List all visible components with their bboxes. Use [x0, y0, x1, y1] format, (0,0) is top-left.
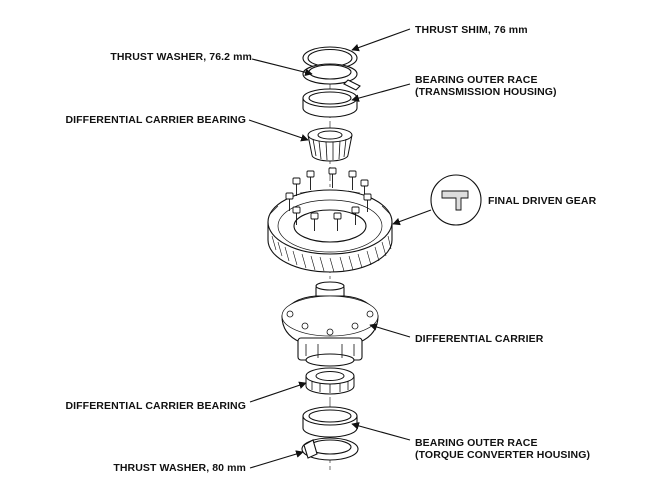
label-bearing-outer-race-top-sub: (TRANSMISSION HOUSING): [415, 86, 557, 98]
label-diff-carrier: DIFFERENTIAL CARRIER: [415, 333, 544, 345]
label-final-driven-gear: FINAL DRIVEN GEAR: [488, 195, 597, 207]
label-diff-carrier-bearing-bottom: DIFFERENTIAL CARRIER BEARING: [65, 400, 246, 412]
label-diff-carrier-bearing-top: DIFFERENTIAL CARRIER BEARING: [65, 114, 246, 126]
thrust-washer-bottom-part: [301, 437, 359, 461]
label-bearing-outer-race-top: BEARING OUTER RACE: [415, 74, 538, 86]
arrow-thrust-washer-bottom: [249, 450, 304, 469]
bearing-outer-race-top-part: [302, 88, 358, 118]
diff-carrier-bearing-bottom-part: [305, 367, 355, 395]
arrow-bearing-race-top: [351, 83, 411, 102]
differential-carrier-part: [281, 281, 379, 367]
thrust-washer-top-part: [302, 63, 361, 91]
arrow-thrust-washer-top: [251, 58, 313, 77]
arrow-thrust-shim: [351, 28, 411, 52]
gear-detail-callout: [430, 174, 482, 226]
label-bearing-outer-race-bottom: BEARING OUTER RACE: [415, 437, 538, 449]
leader-arrows: [248, 28, 432, 469]
label-bearing-outer-race-bottom-sub: (TORQUE CONVERTER HOUSING): [415, 449, 591, 461]
label-thrust-shim: THRUST SHIM, 76 mm: [415, 24, 528, 36]
bearing-outer-race-bottom-part: [302, 406, 358, 438]
gear-bolts: [285, 167, 372, 231]
arrow-final-gear: [392, 209, 432, 226]
final-driven-gear-part: [267, 167, 393, 273]
thrust-shim-part: [302, 46, 358, 70]
arrow-diff-bearing-bottom: [249, 381, 307, 403]
label-thrust-washer-bottom: THRUST WASHER, 80 mm: [113, 462, 246, 474]
arrow-diff-carrier: [369, 323, 411, 338]
label-thrust-washer-top: THRUST WASHER, 76.2 mm: [110, 51, 252, 63]
arrow-bearing-race-bottom: [351, 422, 411, 441]
diff-carrier-bearing-top-part: [307, 127, 353, 162]
arrow-diff-bearing-top: [248, 119, 309, 142]
